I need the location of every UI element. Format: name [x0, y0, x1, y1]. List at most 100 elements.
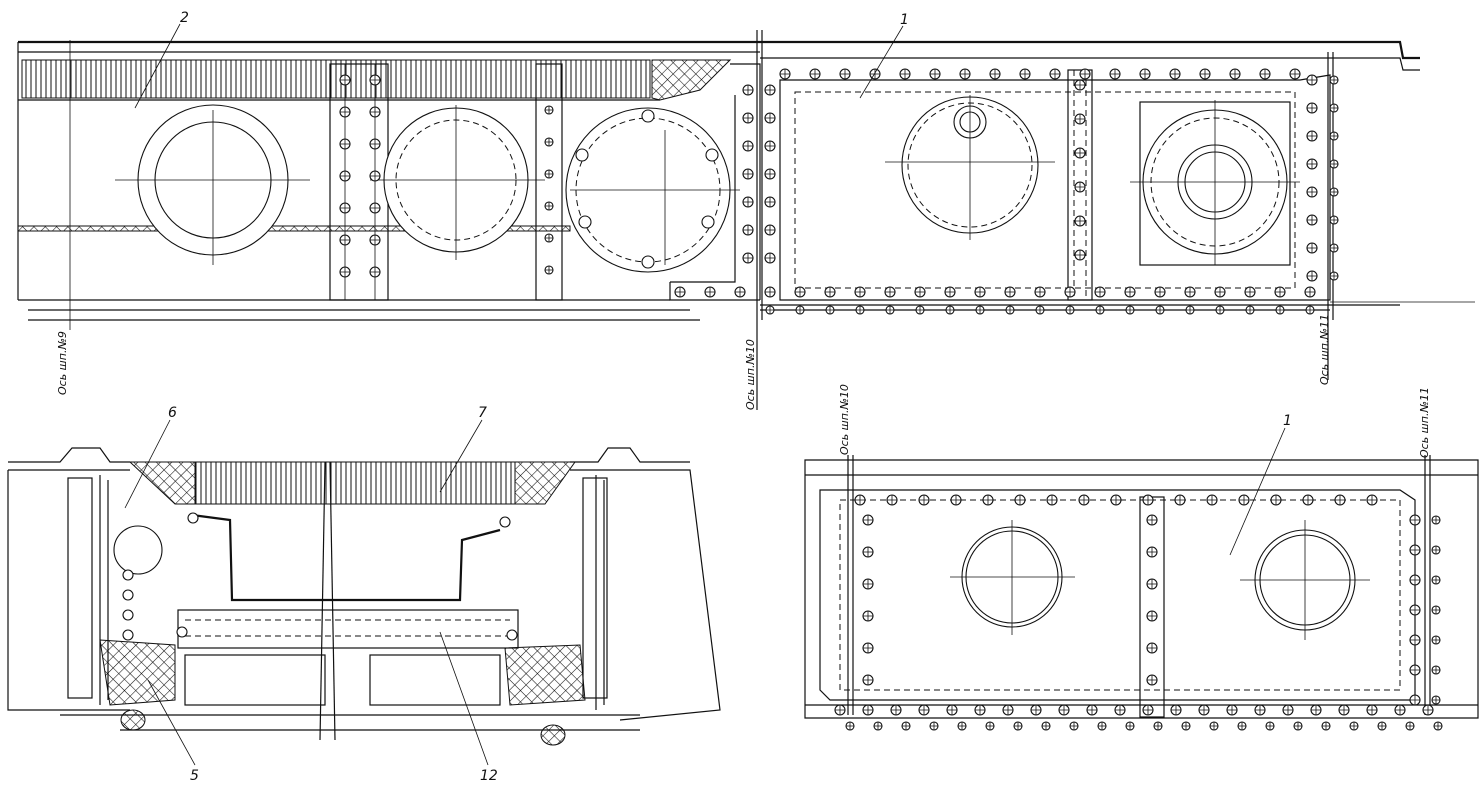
- rivet-cross: [1339, 705, 1349, 715]
- rivet-cross: [885, 287, 895, 297]
- rivet-cross: [1306, 306, 1314, 314]
- label-5: 5: [190, 768, 199, 784]
- rivet-cross: [958, 722, 966, 730]
- rivet-cross: [1283, 705, 1293, 715]
- rivet-cross: [795, 287, 805, 297]
- rivet-cross: [1207, 495, 1217, 505]
- hatch-bolts: [575, 109, 719, 269]
- rivet-cross: [370, 203, 380, 213]
- rivet-cross: [1014, 722, 1022, 730]
- rivet-cross: [1330, 132, 1338, 140]
- rivet-cross: [1075, 148, 1085, 158]
- rivet-cross: [1432, 546, 1440, 554]
- rivet-cross: [545, 202, 553, 210]
- rivet-cross: [945, 287, 955, 297]
- rivet-cross: [1330, 76, 1338, 84]
- rivet-cross: [1311, 705, 1321, 715]
- rivet-cross: [986, 722, 994, 730]
- axis-label-10-top: Ось шп.№10: [744, 339, 757, 410]
- rivet-cross: [1143, 495, 1153, 505]
- rivet-cross: [1227, 705, 1237, 715]
- label-1-top: 1: [900, 12, 909, 28]
- rivet-cross: [1215, 287, 1225, 297]
- rivet-cross: [1307, 215, 1317, 225]
- rivet-cross: [1294, 722, 1302, 730]
- rivet-cross: [1239, 495, 1249, 505]
- rivet-cross: [919, 495, 929, 505]
- rivet-cross: [1410, 635, 1420, 645]
- rivet-cross: [545, 266, 553, 274]
- rivet-cross: [1126, 722, 1134, 730]
- label-2: 2: [180, 10, 189, 26]
- rivet-cross: [960, 69, 970, 79]
- rivet-cross: [946, 306, 954, 314]
- rivet-cross: [1006, 306, 1014, 314]
- rivet-cross: [1246, 306, 1254, 314]
- rivet-cross: [990, 69, 1000, 79]
- rivet-cross: [1126, 306, 1134, 314]
- rivet-cross: [1147, 643, 1157, 653]
- rivet-cross: [1432, 696, 1440, 704]
- rivet-cross: [743, 113, 753, 123]
- rivet-cross: [855, 287, 865, 297]
- rivet-cross: [947, 705, 957, 715]
- rivet-cross: [340, 235, 350, 245]
- rivet-cross: [1410, 605, 1420, 615]
- rivet-cross: [886, 306, 894, 314]
- rivet-cross: [1050, 69, 1060, 79]
- section-view: [7, 447, 721, 746]
- rivet-cross: [1005, 287, 1015, 297]
- rivet-cross: [919, 705, 929, 715]
- rivets-bottom-row: [674, 286, 1316, 315]
- rivet-cross: [1147, 675, 1157, 685]
- rivet-cross: [1307, 103, 1317, 113]
- rivet-cross: [1075, 250, 1085, 260]
- rivet-cross: [370, 235, 380, 245]
- rivet-cross: [1350, 722, 1358, 730]
- rivet-cross: [1303, 495, 1313, 505]
- rivet-cross: [1330, 244, 1338, 252]
- rivet-cross: [1423, 705, 1433, 715]
- rivet-cross: [1154, 722, 1162, 730]
- axis-label-9: Ось шп.№9: [56, 331, 69, 395]
- rivet-cross: [765, 197, 775, 207]
- rivet-cross: [1307, 75, 1317, 85]
- rivet-cross: [1200, 69, 1210, 79]
- rivet-cross: [340, 203, 350, 213]
- rivet-cross: [1322, 722, 1330, 730]
- rivet-cross: [1330, 160, 1338, 168]
- rivet-cross: [1115, 705, 1125, 715]
- rivet-cross: [1238, 722, 1246, 730]
- rivet-cross: [1185, 287, 1195, 297]
- rivet-cross: [855, 495, 865, 505]
- rivet-cross: [1170, 69, 1180, 79]
- rivet-cross: [675, 287, 685, 297]
- rivet-cross: [1059, 705, 1069, 715]
- rivet-cross: [766, 306, 774, 314]
- rivet-cross: [1070, 722, 1078, 730]
- rivet-cross: [1111, 495, 1121, 505]
- rivet-cross: [835, 705, 845, 715]
- rivet-cross: [1020, 69, 1030, 79]
- rivet-cross: [1307, 131, 1317, 141]
- rivet-cross: [340, 75, 350, 85]
- rivet-cross: [1434, 722, 1442, 730]
- rivet-cross: [765, 85, 775, 95]
- rivet-cross: [765, 113, 775, 123]
- rivet-cross: [743, 197, 753, 207]
- rivet-cross: [1075, 80, 1085, 90]
- label-1-bottom: 1: [1283, 413, 1292, 429]
- rivet-cross: [951, 495, 961, 505]
- rivet-cross: [1147, 547, 1157, 557]
- rivet-cross: [863, 611, 873, 621]
- rivet-cross: [1031, 705, 1041, 715]
- rivet-cross: [1079, 495, 1089, 505]
- rivet-cross: [1035, 287, 1045, 297]
- axis-label-11-bottom: Ось шп.№11: [1418, 387, 1431, 458]
- rivet-cross: [743, 169, 753, 179]
- rivet-cross: [916, 306, 924, 314]
- rivet-cross: [1330, 216, 1338, 224]
- rivet-cross: [983, 495, 993, 505]
- rivet-cross: [1230, 69, 1240, 79]
